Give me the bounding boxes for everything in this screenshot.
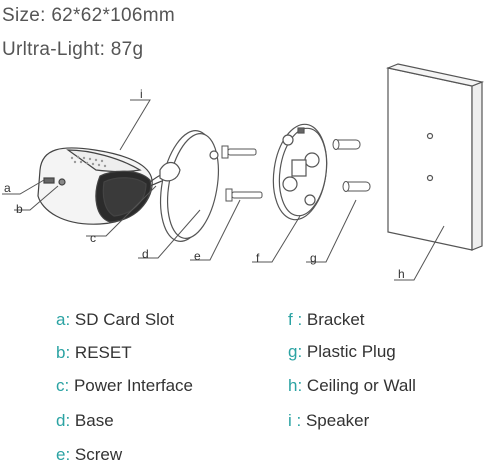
plugs-illustration [332, 139, 371, 192]
spec-weight: Urltra-Light: 87g [2, 39, 144, 60]
legend-item-c: c: Power Interface [56, 376, 193, 396]
sd-card-slot-mark [43, 177, 55, 184]
legend-item-i: i : Speaker [288, 411, 369, 431]
speaker-grille [70, 155, 107, 168]
legend-key-i: i : [288, 411, 302, 430]
callout-e: e [194, 249, 201, 263]
legend-item-h: h: Ceiling or Wall [288, 376, 416, 396]
legend-text-h: Ceiling or Wall [302, 376, 416, 395]
callout-i: i [140, 87, 143, 101]
legend-key-d: d: [56, 411, 71, 430]
legend-item-d: d: Base [56, 411, 114, 431]
callout-a: a [4, 181, 11, 195]
legend-text-b: RESET [70, 343, 132, 362]
legend-item-e: e: Screw [56, 445, 122, 465]
legend-text-c: Power Interface [69, 376, 194, 395]
legend-key-h: h: [288, 376, 303, 395]
legend-item-b: b: RESET [56, 343, 132, 363]
callout-b: b [16, 202, 23, 216]
legend-text-g: Plastic Plug [302, 342, 396, 361]
legend-key-c: c: [56, 376, 70, 395]
camera-illustration [37, 147, 173, 225]
spec-size: Size: 62*62*106mm [2, 5, 176, 26]
callout-c: c [90, 231, 96, 245]
legend-key-a: a: [56, 310, 71, 329]
base-illustration [159, 130, 219, 242]
screws-illustration [221, 145, 263, 202]
callout-h: h [398, 267, 405, 281]
legend-key-e: e: [56, 445, 71, 464]
callout-f: f [256, 251, 260, 265]
legend-item-a: a: SD Card Slot [56, 310, 174, 330]
leader-lines [2, 99, 445, 281]
legend-text-f: Bracket [302, 310, 365, 329]
legend-key-f: f : [288, 310, 303, 329]
legend-item-g: g: Plastic Plug [288, 342, 396, 362]
bracket-illustration [272, 123, 328, 221]
wall-illustration [385, 63, 485, 251]
legend-text-e: Screw [70, 445, 123, 464]
legend-text-i: Speaker [301, 411, 370, 430]
legend-key-g: g: [288, 342, 303, 361]
legend-key-b: b: [56, 343, 71, 362]
legend-text-d: Base [70, 411, 114, 430]
callout-d: d [142, 247, 149, 261]
legend-text-a: SD Card Slot [70, 310, 175, 329]
exploded-view-diagram: i a b c d e f g h [2, 63, 485, 281]
reset-button-mark [58, 178, 66, 186]
callout-g: g [310, 251, 317, 265]
legend-item-f: f : Bracket [288, 310, 365, 330]
